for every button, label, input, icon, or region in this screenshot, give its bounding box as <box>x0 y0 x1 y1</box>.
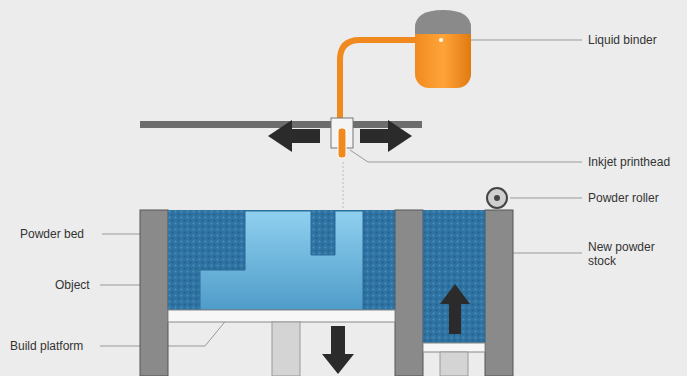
part-label: Liquid binder <box>588 33 657 47</box>
up-arrow <box>440 284 470 334</box>
part-label: Build platform <box>10 339 83 353</box>
part-label: Powder roller <box>588 191 659 205</box>
part-label: Inkjet printhead <box>588 155 670 169</box>
move-right-arrow <box>360 120 412 152</box>
down-arrow <box>322 326 354 374</box>
build-platform <box>168 310 395 322</box>
part-label: New powder stock <box>588 240 668 268</box>
powder-stock <box>423 210 485 343</box>
part-label: Object <box>55 278 90 292</box>
part-label: Powder bed <box>20 227 84 241</box>
powder-bed <box>168 210 395 310</box>
printed-object <box>200 211 363 310</box>
machine-walls <box>140 210 513 376</box>
powder-roller <box>487 188 507 208</box>
move-left-arrow <box>268 120 320 152</box>
printhead-rail <box>140 121 422 128</box>
